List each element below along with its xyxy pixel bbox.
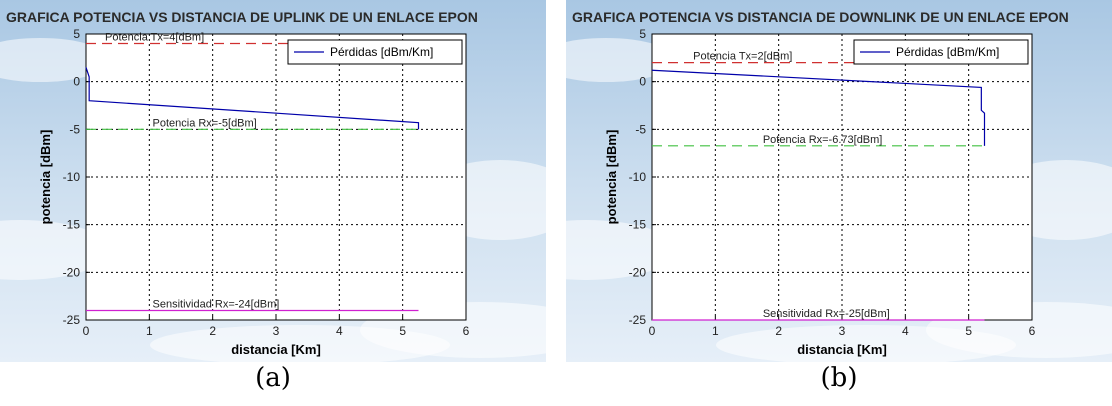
reference-line-label: Potencia Rx=-6.73[dBm] <box>763 134 883 146</box>
x-axis-label: distancia [Km] <box>797 342 887 357</box>
x-tick-label: 3 <box>839 324 846 338</box>
reference-line-label: Potencia Tx=4[dBm] <box>105 32 204 44</box>
y-tick-label: 0 <box>639 75 646 89</box>
x-tick-label: 5 <box>965 324 972 338</box>
x-tick-label: 2 <box>775 324 782 338</box>
x-tick-label: 1 <box>712 324 719 338</box>
y-tick-label: 5 <box>639 27 646 41</box>
y-axis-label: potencia [dBm] <box>38 130 53 225</box>
x-tick-label: 6 <box>1029 324 1036 338</box>
series-line <box>85 67 420 130</box>
reference-line-label: Potencia Tx=2[dBm] <box>693 51 792 63</box>
chart-b: GRAFICA POTENCIA VS DISTANCIA DE DOWNLIN… <box>566 0 1112 362</box>
series-line <box>651 69 986 146</box>
y-tick-label: 0 <box>73 75 80 89</box>
reference-line-label: Sensitividad Rx=-24[dBm] <box>153 298 280 310</box>
y-tick-label: -10 <box>629 170 647 184</box>
x-tick-label: 0 <box>83 324 90 338</box>
x-tick-label: 2 <box>209 324 216 338</box>
cloud-decoration <box>566 38 676 82</box>
cloud-decoration <box>716 325 1016 362</box>
y-tick-label: -15 <box>629 218 647 232</box>
chart-a: GRAFICA POTENCIA VS DISTANCIA DE UPLINK … <box>0 0 546 362</box>
caption-b: (b) <box>820 363 858 393</box>
y-tick-label: -10 <box>63 170 81 184</box>
x-tick-label: 4 <box>336 324 343 338</box>
legend-label: Pérdidas [dBm/Km] <box>896 45 999 59</box>
figure-b: GRAFICA POTENCIA VS DISTANCIA DE DOWNLIN… <box>566 0 1112 362</box>
chart-title: GRAFICA POTENCIA VS DISTANCIA DE UPLINK … <box>6 9 478 25</box>
x-tick-label: 4 <box>902 324 909 338</box>
y-tick-label: -25 <box>63 313 81 327</box>
x-axis-label: distancia [Km] <box>231 342 321 357</box>
y-tick-label: -20 <box>629 265 647 279</box>
y-tick-label: -25 <box>629 313 647 327</box>
y-axis-label: potencia [dBm] <box>604 130 619 225</box>
cloud-decoration <box>0 220 110 280</box>
y-tick-label: 5 <box>73 27 80 41</box>
reference-line-label: Sensitividad Rx=-25[dBm] <box>763 308 890 320</box>
y-tick-label: -5 <box>635 122 646 136</box>
cloud-decoration <box>150 325 450 362</box>
caption-a: (a) <box>255 363 291 393</box>
figure-a: GRAFICA POTENCIA VS DISTANCIA DE UPLINK … <box>0 0 546 362</box>
x-tick-label: 1 <box>146 324 153 338</box>
y-tick-label: -20 <box>63 265 81 279</box>
reference-line-label: Potencia Rx=-5[dBm] <box>153 117 257 129</box>
x-tick-label: 0 <box>649 324 656 338</box>
x-tick-label: 3 <box>273 324 280 338</box>
chart-title: GRAFICA POTENCIA VS DISTANCIA DE DOWNLIN… <box>572 9 1069 25</box>
y-tick-label: -15 <box>63 218 81 232</box>
cloud-decoration <box>566 220 676 280</box>
x-tick-label: 5 <box>399 324 406 338</box>
legend-label: Pérdidas [dBm/Km] <box>330 45 433 59</box>
x-tick-label: 6 <box>463 324 470 338</box>
y-tick-label: -5 <box>69 122 80 136</box>
cloud-decoration <box>0 38 110 82</box>
